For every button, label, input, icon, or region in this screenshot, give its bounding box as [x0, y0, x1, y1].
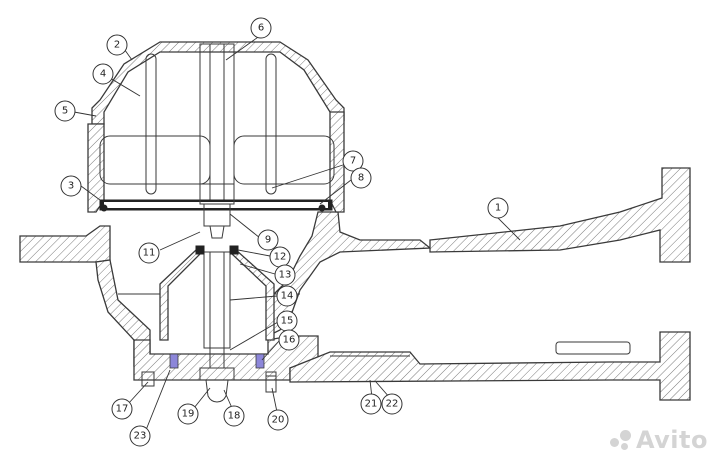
svg-text:18: 18 — [228, 411, 241, 422]
svg-text:12: 12 — [274, 252, 287, 263]
callout-17: 17 — [111, 398, 133, 420]
callout-2: 2 — [106, 34, 128, 56]
svg-text:19: 19 — [182, 409, 195, 420]
svg-text:1: 1 — [495, 203, 501, 214]
svg-text:11: 11 — [143, 248, 156, 259]
svg-text:14: 14 — [281, 291, 294, 302]
avito-watermark-text: Avito — [635, 426, 708, 454]
callout-18: 18 — [223, 405, 245, 427]
callout-22: 22 — [381, 393, 403, 415]
svg-text:9: 9 — [265, 235, 271, 246]
callout-21: 21 — [360, 393, 382, 415]
callout-1: 1 — [487, 197, 509, 219]
avito-watermark: Avito — [609, 426, 708, 454]
svg-text:2: 2 — [114, 40, 120, 51]
avito-logo-icon — [609, 430, 632, 452]
callout-19: 19 — [177, 403, 199, 425]
diaphragm-chamber — [87, 41, 345, 239]
svg-text:6: 6 — [258, 23, 264, 34]
leader-lines — [73, 34, 521, 431]
svg-text:16: 16 — [283, 335, 296, 346]
callout-16: 16 — [278, 329, 300, 351]
svg-text:21: 21 — [365, 399, 378, 410]
callouts: 1 2 3 4 5 6 7 8 9 11 12 13 14 15 16 17 1… — [54, 17, 509, 447]
svg-text:13: 13 — [279, 270, 292, 281]
svg-text:7: 7 — [350, 156, 356, 167]
svg-text:8: 8 — [358, 173, 364, 184]
svg-text:3: 3 — [68, 181, 74, 192]
callout-3: 3 — [60, 175, 82, 197]
callout-13: 13 — [274, 264, 296, 286]
callout-15: 15 — [276, 310, 298, 332]
housing-body — [19, 167, 691, 401]
svg-text:4: 4 — [100, 69, 106, 80]
svg-text:23: 23 — [134, 431, 147, 442]
svg-text:20: 20 — [272, 415, 285, 426]
callout-20: 20 — [267, 409, 289, 431]
callout-6: 6 — [250, 17, 272, 39]
callout-11: 11 — [138, 242, 160, 264]
callout-23: 23 — [129, 425, 151, 447]
callout-4: 4 — [92, 63, 114, 85]
svg-text:22: 22 — [386, 399, 399, 410]
valve-mechanism — [118, 245, 300, 403]
svg-text:15: 15 — [281, 316, 294, 327]
callout-12: 12 — [269, 246, 291, 268]
callout-8: 8 — [350, 167, 372, 189]
callout-5: 5 — [54, 100, 76, 122]
svg-text:17: 17 — [116, 404, 129, 415]
callout-9: 9 — [257, 229, 279, 251]
callout-7: 7 — [342, 150, 364, 172]
callout-14: 14 — [276, 285, 298, 307]
svg-text:5: 5 — [62, 106, 68, 117]
